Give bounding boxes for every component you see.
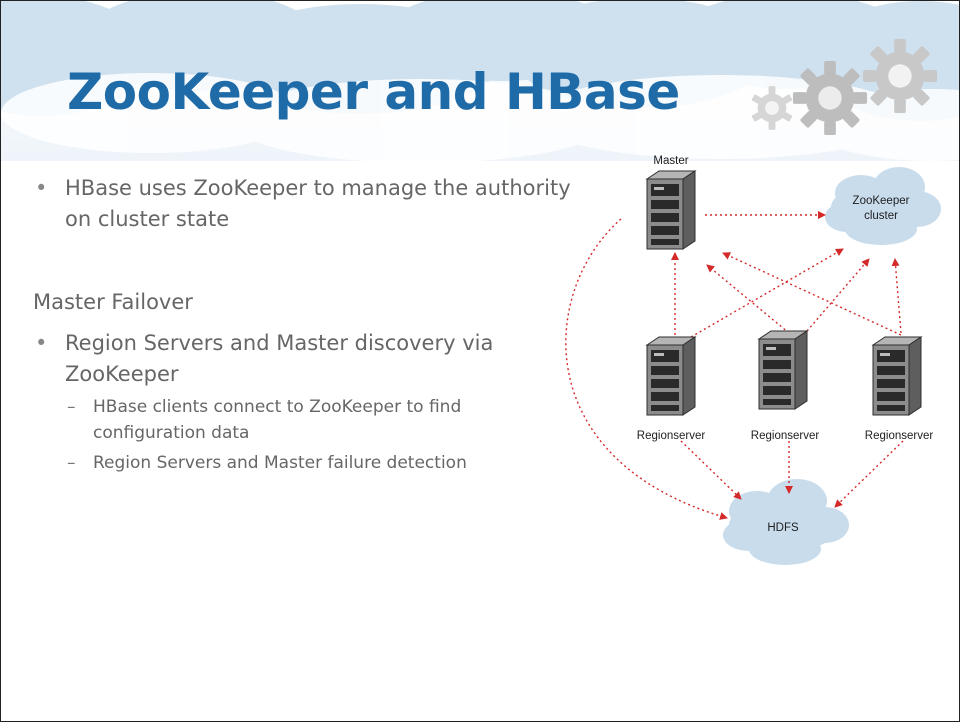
sub-bullet-item: Region Servers and Master failure detect… [33,450,573,476]
hdfs-label: HDFS [767,522,799,534]
slide-title: ZooKeeper and HBase [67,63,680,121]
bullet-item: Region Servers and Master discovery via … [33,328,573,390]
regionserver-label: Regionserver [637,430,706,442]
server-icon [646,170,696,250]
section-heading: Master Failover [33,290,193,314]
architecture-diagram: ZooKeeper cluster HDFS Master [565,155,941,565]
sub-bullet-item: HBase clients connect to ZooKeeper to fi… [33,394,573,446]
gear-icon [862,38,938,114]
master-label: Master [653,155,688,167]
cloud-banner [1,1,959,161]
server-icon [872,336,922,416]
regionserver-label: Regionserver [865,430,934,442]
server-icon [758,330,808,410]
regionserver-label: Regionserver [751,430,820,442]
arrows [565,211,904,520]
zookeeper-cloud [825,167,941,245]
zookeeper-label: ZooKeeper [853,195,910,207]
zookeeper-label: cluster [864,210,898,222]
server-icon [646,336,696,416]
bullet-item: HBase uses ZooKeeper to manage the autho… [33,173,573,235]
hdfs-cloud [723,479,849,565]
slide-content: HBase uses ZooKeeper to manage the autho… [33,173,573,476]
gear-icon [792,60,868,136]
gear-icon [751,86,793,130]
